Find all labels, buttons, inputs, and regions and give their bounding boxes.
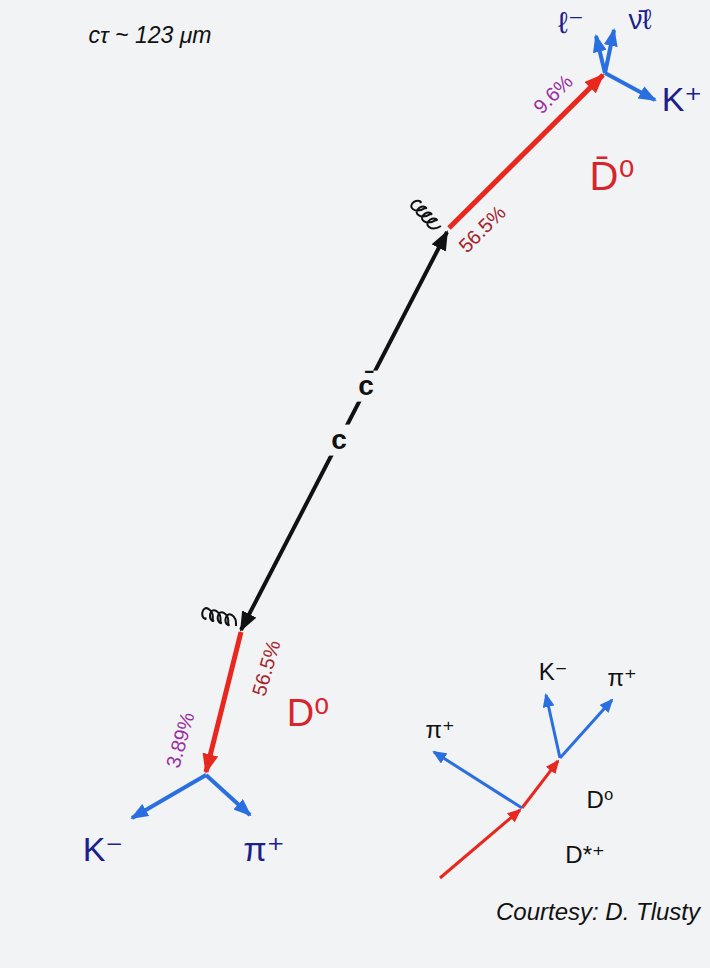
neutrino-line bbox=[605, 30, 614, 73]
meson-line bbox=[206, 632, 241, 772]
neutrino-label: ν̄ℓ bbox=[628, 5, 651, 36]
quark-line bbox=[241, 232, 447, 630]
lifetime-note: cτ ~ 123 μm bbox=[89, 23, 212, 48]
kaon-line bbox=[605, 73, 655, 100]
kaon-label: K⁺ bbox=[662, 81, 703, 118]
kaon-label: K⁻ bbox=[83, 831, 124, 868]
pion-line bbox=[206, 775, 250, 815]
kaon-line bbox=[132, 775, 206, 818]
lepton-line bbox=[596, 36, 605, 73]
gluon-line bbox=[410, 198, 442, 232]
meson-label: D̄⁰ bbox=[590, 154, 635, 198]
branching-ratio: 56.5% bbox=[248, 638, 285, 699]
meson-label: D⁰ bbox=[287, 693, 330, 735]
inset-particle-label: D*⁺ bbox=[565, 842, 604, 868]
quark-label: c bbox=[327, 425, 351, 456]
gluon-line bbox=[201, 607, 239, 627]
credit-note: Courtesy: D. Tlusty bbox=[496, 899, 700, 925]
quark-label: c̄ bbox=[354, 371, 378, 402]
pion-line bbox=[560, 700, 612, 758]
meson-line bbox=[440, 810, 520, 878]
branching-ratio: 3.89% bbox=[162, 710, 199, 771]
meson-line bbox=[449, 75, 603, 228]
inset-particle-label: π⁺ bbox=[425, 717, 454, 743]
pion-label: π⁺ bbox=[243, 831, 284, 868]
lepton-label: ℓ⁻ bbox=[558, 6, 584, 39]
inset-particle-label: D⁰ bbox=[587, 787, 614, 813]
branching-ratio: 56.5% bbox=[454, 201, 510, 257]
pion-line bbox=[434, 752, 522, 808]
branching-ratio: 9.6% bbox=[529, 70, 577, 118]
inset-particle-label: π⁺ bbox=[607, 665, 636, 691]
meson-line bbox=[522, 761, 558, 808]
kaon-line bbox=[546, 695, 560, 758]
inset-particle-label: K⁻ bbox=[539, 659, 568, 685]
